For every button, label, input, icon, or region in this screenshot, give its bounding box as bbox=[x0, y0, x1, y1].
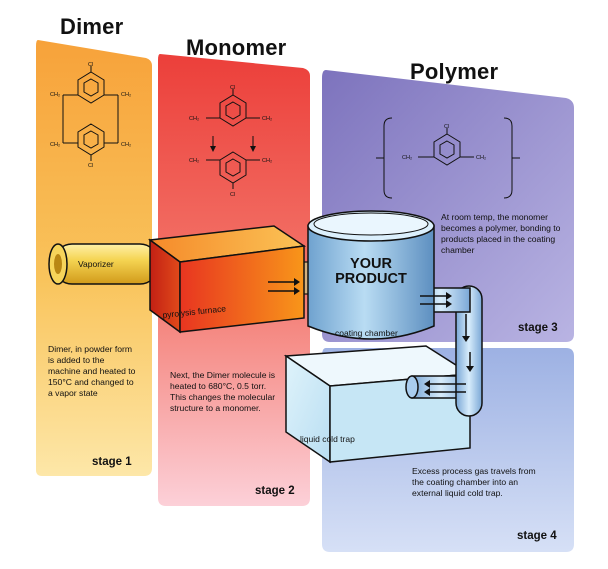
monomer-cl-bottom: Cl bbox=[230, 192, 235, 198]
stage1-description: Dimer, in powder form is added to the ma… bbox=[48, 344, 136, 398]
cold-trap bbox=[283, 345, 473, 464]
pyrolysis-furnace bbox=[148, 225, 307, 334]
stage3-title: Polymer bbox=[410, 59, 499, 84]
polymer-cl: Cl bbox=[444, 124, 449, 130]
flow-arrows bbox=[268, 281, 471, 393]
monomer-cl-top: Cl bbox=[230, 85, 235, 91]
monomer-ch2-tl: CH₂ bbox=[189, 116, 199, 122]
polymer-ch2-left: CH₂ bbox=[402, 155, 412, 161]
stage2-label: stage 2 bbox=[255, 485, 295, 497]
cold-trap-label: liquid cold trap bbox=[300, 434, 355, 444]
monomer-arrow-left bbox=[210, 146, 216, 152]
stage2-title: Monomer bbox=[186, 35, 287, 60]
stage1-label: stage 1 bbox=[92, 456, 132, 468]
dimer-ch2-tl: CH₂ bbox=[50, 92, 60, 98]
dimer-structure bbox=[62, 66, 119, 161]
dimer-ch2-tr: CH₂ bbox=[121, 92, 131, 98]
dimer-ch2-bl: CH₂ bbox=[50, 142, 60, 148]
your-product-line2: PRODUCT bbox=[335, 271, 407, 287]
dimer-cl-bottom: Cl bbox=[88, 163, 93, 169]
coating-chamber bbox=[307, 210, 435, 340]
stage2-description: Next, the Dimer molecule is heated to 68… bbox=[170, 370, 276, 413]
polymer-structure bbox=[376, 117, 520, 199]
monomer-ch2-bl: CH₂ bbox=[189, 158, 199, 164]
vaporizer-label: Vaporizer bbox=[78, 259, 114, 269]
your-product-label: YOUR PRODUCT bbox=[328, 257, 414, 287]
vaporizer-pipe bbox=[48, 243, 159, 285]
stage3-description: At room temp, the monomer becomes a poly… bbox=[441, 212, 561, 255]
monomer-ch2-tr: CH₂ bbox=[262, 116, 272, 122]
polymer-ch2-right: CH₂ bbox=[476, 155, 486, 161]
dimer-cl-top: Cl bbox=[88, 62, 93, 68]
your-product-line1: YOUR bbox=[350, 256, 392, 272]
dimer-ch2-br: CH₂ bbox=[121, 142, 131, 148]
monomer-arrow-right bbox=[250, 146, 256, 152]
monomer-ch2-br: CH₂ bbox=[262, 158, 272, 164]
stage3-label: stage 3 bbox=[518, 322, 558, 334]
stage4-label: stage 4 bbox=[517, 530, 557, 542]
stage4-description: Excess process gas travels from the coat… bbox=[412, 466, 536, 498]
arrow-heads bbox=[294, 278, 474, 396]
stage1-title: Dimer bbox=[60, 14, 124, 39]
coating-chamber-label: coating chamber bbox=[335, 328, 398, 338]
